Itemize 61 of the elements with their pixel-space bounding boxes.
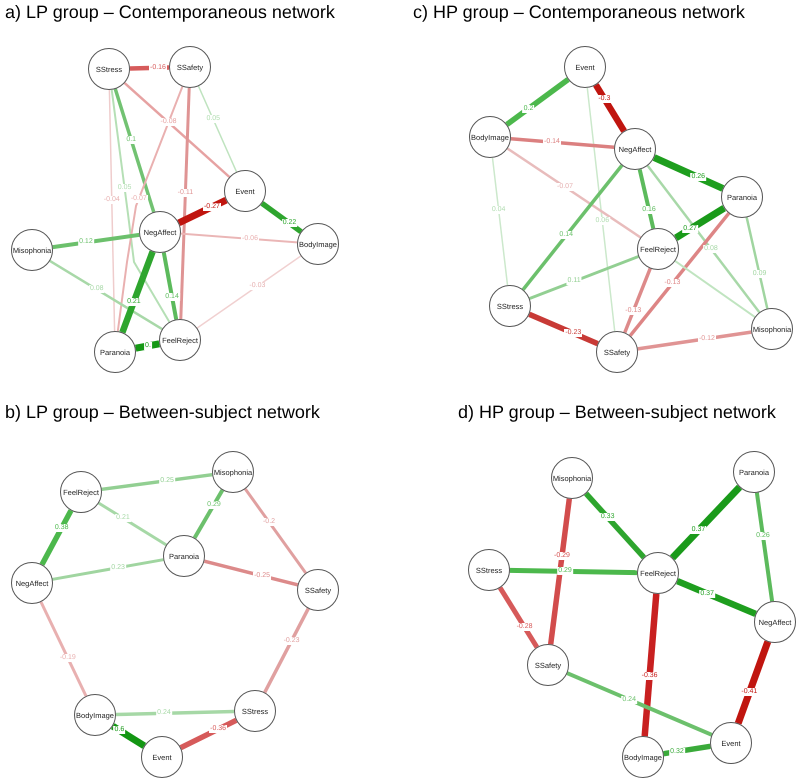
- edge-line: [180, 232, 298, 244]
- edge-line: [177, 196, 228, 226]
- edge-line: [40, 601, 88, 697]
- edge-line: [641, 594, 660, 736]
- edge-line: [566, 671, 712, 737]
- edge-line: [676, 578, 757, 617]
- edge-line: [162, 252, 178, 320]
- edge-line: [506, 148, 642, 238]
- edge-line: [548, 498, 572, 645]
- edge-line: [754, 492, 774, 602]
- edge-line: [119, 250, 156, 334]
- edge-line: [510, 568, 638, 576]
- panel-title: d) HP group – Between-subject network: [458, 401, 776, 423]
- edge-line: [52, 232, 140, 250]
- edge-line: [505, 77, 570, 127]
- edge-line: [674, 260, 756, 318]
- edge-line: [49, 260, 163, 330]
- edge-line: [180, 718, 238, 750]
- edge-line: [674, 205, 726, 241]
- edge-line: [116, 710, 234, 716]
- edge-line: [124, 82, 230, 178]
- edge-line: [196, 255, 302, 329]
- edge-line: [179, 88, 191, 320]
- edge-line: [528, 312, 599, 346]
- edge-line: [652, 154, 724, 192]
- panel-title: a) LP group – Contemporaneous network: [5, 1, 335, 23]
- edge-line: [745, 217, 769, 309]
- edge-line: [102, 472, 212, 492]
- edge-line: [586, 88, 616, 332]
- edge-line: [110, 723, 146, 749]
- edge-line: [98, 502, 167, 546]
- edge-line: [593, 83, 627, 133]
- edge-line: [623, 268, 652, 334]
- edge-line: [198, 86, 238, 172]
- edge-line: [204, 560, 298, 586]
- edge-line: [628, 212, 730, 337]
- edge-line: [638, 169, 656, 229]
- edge-line: [498, 586, 540, 649]
- edge-line: [529, 255, 639, 300]
- edge-line: [734, 640, 772, 724]
- edge-line: [40, 509, 74, 566]
- edge-line: [192, 489, 224, 539]
- panel-title: b) LP group – Between-subject network: [5, 401, 320, 423]
- edge-line: [135, 340, 160, 352]
- edge-line: [638, 330, 752, 351]
- edge-line: [116, 86, 184, 332]
- edge-line: [260, 201, 303, 234]
- edge-line: [114, 88, 156, 213]
- edge-line: [646, 164, 760, 314]
- edge-line: [510, 136, 614, 150]
- edge-line: [492, 158, 508, 286]
- edge-line: [263, 608, 310, 694]
- edge-line: [663, 744, 711, 756]
- edge-line: [670, 484, 742, 560]
- edge-line: [522, 164, 624, 291]
- edge-line: [52, 558, 164, 581]
- edge-line: [110, 90, 170, 322]
- edge-line: [244, 488, 307, 574]
- edge-line: [584, 492, 646, 560]
- panel-title: c) HP group – Contemporaneous network: [413, 1, 745, 23]
- edge-line: [108, 90, 116, 332]
